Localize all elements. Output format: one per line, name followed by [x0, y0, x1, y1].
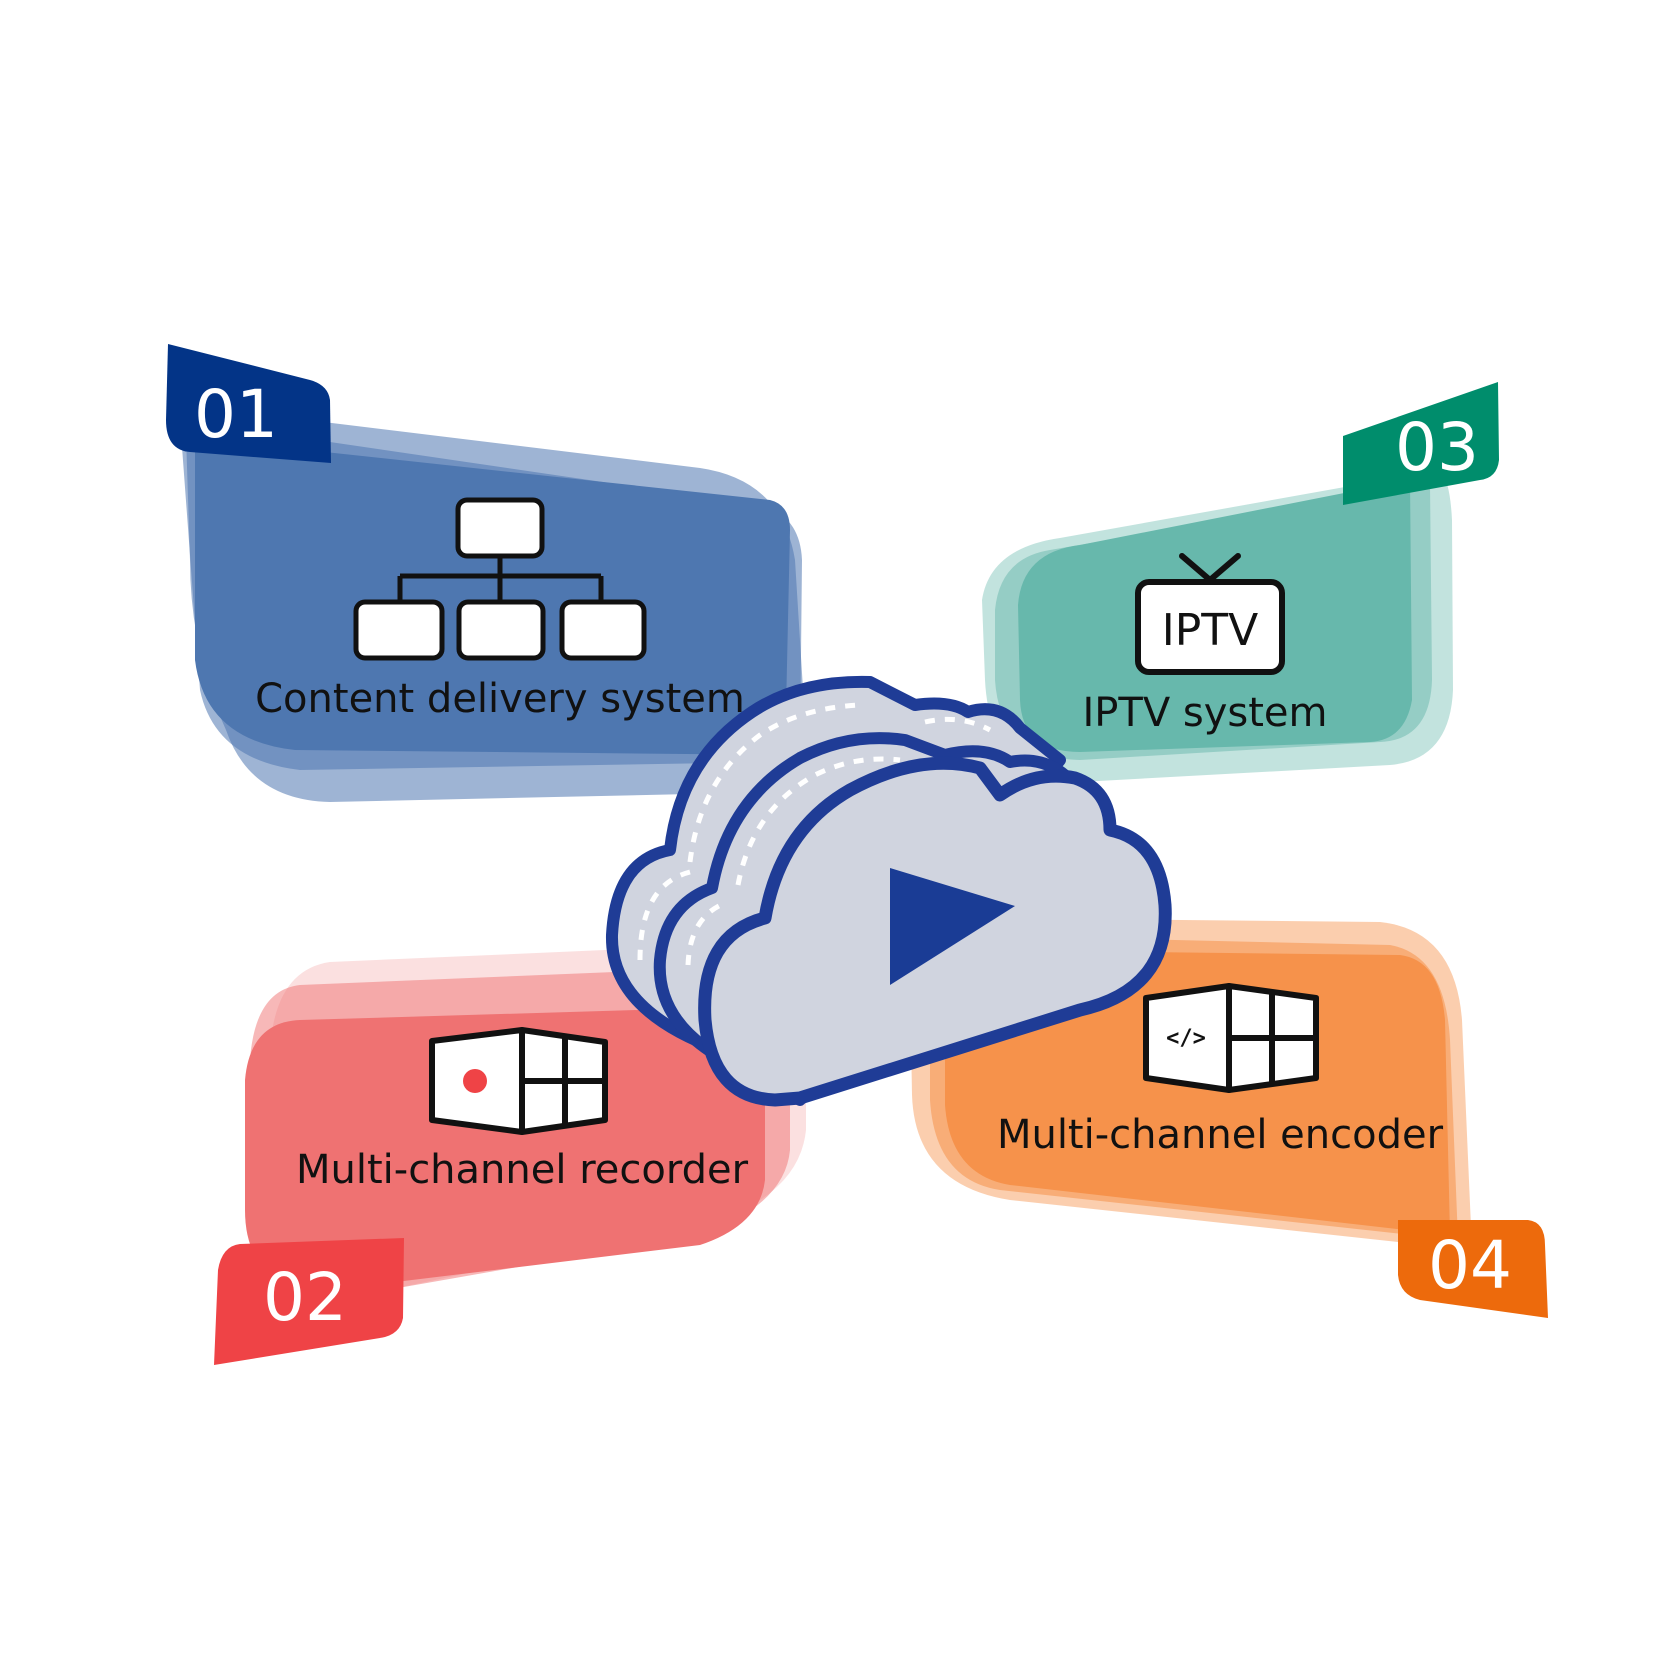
recorder-icon	[429, 1027, 608, 1135]
play-icon	[890, 868, 1015, 985]
block-01-number: 01	[194, 376, 278, 453]
block-02-tag	[214, 1238, 404, 1365]
block-03-label: IPTV system	[1082, 690, 1327, 736]
block-04-number: 04	[1428, 1227, 1512, 1304]
tv-icon: IPTV	[1135, 553, 1285, 675]
block-01[interactable]: Content delivery system 01	[166, 344, 808, 802]
block-03[interactable]: IPTV IPTV system 03	[982, 382, 1499, 782]
film-strip-perforations-mid	[685, 756, 901, 966]
encoder-icon: </>	[1143, 983, 1319, 1093]
encoder-icon-text: </>	[1166, 1026, 1206, 1051]
block-02[interactable]: Multi-channel recorder 02	[214, 945, 806, 1365]
block-02-number: 02	[263, 1259, 347, 1336]
block-02-body	[245, 1008, 765, 1290]
block-03-number: 03	[1395, 409, 1479, 486]
tv-icon-text: IPTV	[1162, 605, 1259, 656]
film-strip-perforations	[637, 702, 992, 961]
block-04-label: Multi-channel encoder	[997, 1112, 1444, 1158]
hierarchy-icon	[353, 497, 647, 661]
block-02-label: Multi-channel recorder	[296, 1147, 749, 1193]
block-04-tag	[1398, 1220, 1548, 1318]
block-04-body	[945, 950, 1450, 1235]
block-01-label: Content delivery system	[255, 676, 745, 722]
block-01-tag	[166, 344, 331, 463]
cloud-video-icon	[605, 675, 1172, 1107]
block-01-body	[195, 438, 790, 755]
block-03-tag	[1343, 382, 1499, 505]
